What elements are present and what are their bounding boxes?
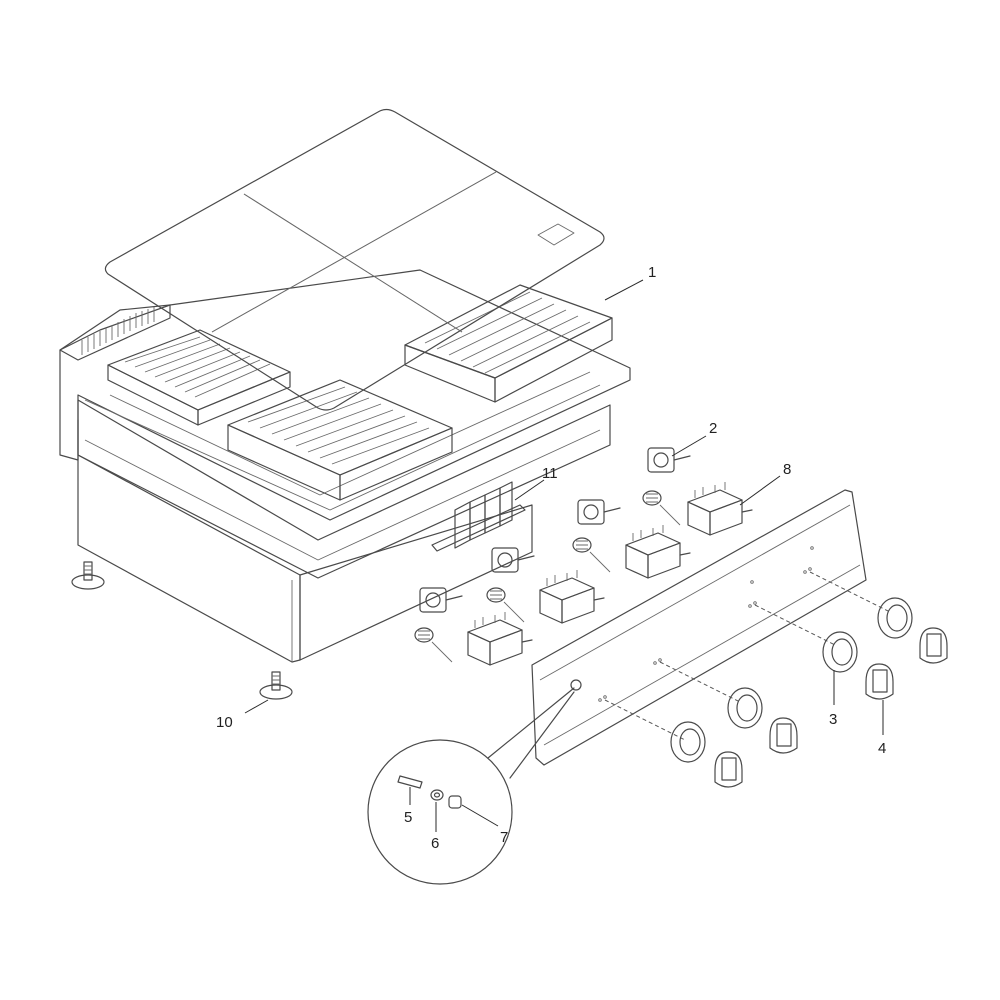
callout-labels: 1 2 3 4 5 6 7 8 10 11: [216, 264, 886, 852]
knob-bezel-4: [877, 597, 913, 639]
control-panel: [531, 489, 891, 766]
pilot-lamp-cap: [448, 795, 462, 809]
pilot-lamp-washer: [430, 789, 444, 801]
callout-5: 5: [404, 809, 412, 826]
adjustable-leg-left: [71, 561, 105, 590]
adjustable-leg-right: [259, 671, 293, 700]
knob-bezel-2: [727, 687, 763, 729]
callout-7: 7: [500, 829, 508, 846]
energy-regulator-4: [467, 612, 533, 666]
energy-regulator-2: [625, 525, 691, 579]
control-knob-1: [714, 751, 743, 788]
heating-element-left-back: [107, 329, 291, 426]
knob-bezel-3: [822, 631, 858, 673]
ceramic-glass-plate: [104, 108, 605, 411]
callout-3: 3: [829, 711, 837, 728]
control-knob-3: [865, 663, 894, 700]
callout-2: 2: [709, 420, 717, 437]
callout-11: 11: [542, 465, 558, 482]
control-knob-4: [919, 627, 948, 664]
callout-6: 6: [431, 835, 439, 852]
callout-1: 1: [648, 264, 656, 281]
cabinet-body: [59, 269, 631, 663]
detail-magnifier: [367, 687, 575, 885]
thermostat-4: [414, 587, 463, 663]
energy-regulator-3: [539, 570, 605, 624]
thermostat-1: [642, 447, 691, 526]
knob-bezel-1: [670, 721, 706, 763]
heating-element-right: [404, 284, 613, 403]
callout-leaders: [244, 279, 884, 832]
callout-10: 10: [216, 714, 233, 731]
energy-regulator-1: [687, 482, 753, 536]
heating-element-left-front: [227, 379, 453, 501]
callout-4: 4: [878, 740, 886, 757]
thermostat-3: [486, 547, 535, 623]
callout-8: 8: [783, 461, 791, 478]
thermostat-2: [572, 499, 621, 573]
control-knob-2: [769, 717, 798, 754]
terminal-block: [431, 481, 526, 552]
pilot-lamp-pin: [397, 775, 423, 789]
